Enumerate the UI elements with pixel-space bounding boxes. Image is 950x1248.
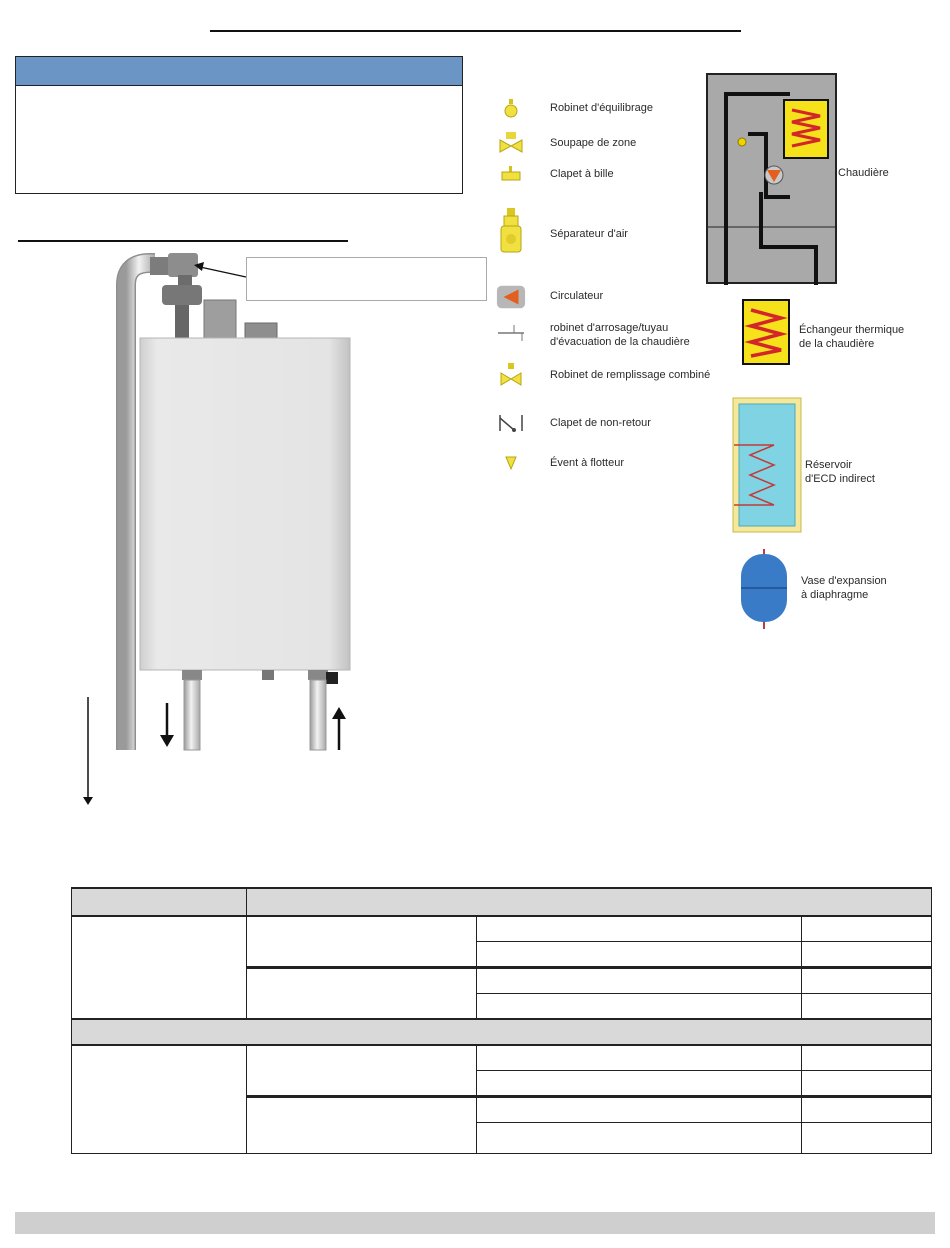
heat-exchanger-label: Échangeur thermique de la chaudière	[799, 324, 905, 350]
table-row	[72, 993, 933, 1020]
drain-valve-icon	[496, 318, 526, 348]
notice-header	[16, 57, 462, 86]
footer-bar	[15, 1212, 935, 1234]
dhw-tank-label: Réservoir d'ECD indirect	[805, 459, 875, 485]
table-cell	[800, 1070, 933, 1097]
table-cell	[476, 1070, 802, 1097]
table-cell	[800, 993, 933, 1020]
legend-label-ball-valve: Clapet à bille	[550, 168, 614, 180]
boiler-illustration	[83, 253, 351, 805]
table-cell	[800, 1044, 933, 1071]
check-valve-icon	[496, 408, 526, 438]
legend-label-zone-valve: Soupape de zone	[550, 137, 637, 149]
heat-exchanger-icon	[742, 299, 790, 365]
dhw-tank-icon	[732, 397, 802, 533]
table-cell	[476, 941, 802, 968]
table-cell	[476, 993, 802, 1020]
air-separator-icon	[496, 206, 526, 256]
title-rule	[210, 30, 741, 32]
table-row	[72, 941, 933, 968]
spec-table	[70, 887, 933, 1154]
boiler-label: Chaudière	[838, 167, 889, 179]
table-cell	[246, 966, 477, 1020]
table-cell	[476, 915, 802, 942]
table-band-row	[70, 1018, 933, 1046]
table-cell	[246, 915, 477, 968]
circulator-icon	[496, 282, 526, 312]
table-cell	[476, 1044, 802, 1071]
legend-label-check-valve: Clapet de non-retour	[550, 417, 651, 429]
table-header-cell	[71, 887, 247, 917]
table-band-cell	[70, 1018, 933, 1046]
ball-valve-icon	[496, 159, 526, 189]
table-cell	[800, 941, 933, 968]
table-cell	[800, 915, 933, 942]
section-rule	[18, 240, 348, 242]
legend-label-drain-valve: robinet d'arrosage/tuyau d'évacuation de…	[550, 322, 690, 348]
table-row	[72, 1095, 933, 1154]
table-cell	[476, 1122, 802, 1154]
table-cell	[246, 1044, 477, 1097]
boiler-schematic	[706, 73, 837, 285]
legend-label-combo-fill-valve: Robinet de remplissage combiné	[550, 369, 711, 381]
table-cell	[476, 966, 802, 994]
expansion-tank-label: Vase d'expansion à diaphragme	[801, 575, 887, 601]
table-row	[72, 1122, 933, 1154]
table-cell	[800, 1122, 933, 1154]
table-header-cell	[245, 887, 933, 917]
combo-fill-valve-icon	[496, 360, 526, 390]
legend-label-air-separator: Séparateur d'air	[550, 228, 628, 240]
table-cell	[71, 915, 247, 1020]
table-row	[71, 915, 933, 1020]
legend-label-balancing-valve: Robinet d'équilibrage	[550, 102, 654, 114]
table-cell	[246, 1095, 477, 1154]
table-row	[71, 1044, 933, 1154]
table-cell	[71, 1044, 247, 1154]
expansion-tank-icon	[741, 549, 787, 629]
table-cell	[800, 966, 933, 994]
zone-valve-icon	[496, 127, 526, 157]
table-header-row	[71, 887, 933, 917]
balancing-valve-icon	[496, 93, 526, 123]
legend-label-float-vent: Évent à flotteur	[550, 457, 624, 469]
notice-box	[15, 56, 463, 194]
callout-box	[246, 257, 487, 301]
table-cell	[476, 1095, 802, 1123]
float-vent-icon	[496, 449, 526, 479]
table-cell	[800, 1095, 933, 1123]
legend-label-circulator: Circulateur	[550, 290, 604, 302]
